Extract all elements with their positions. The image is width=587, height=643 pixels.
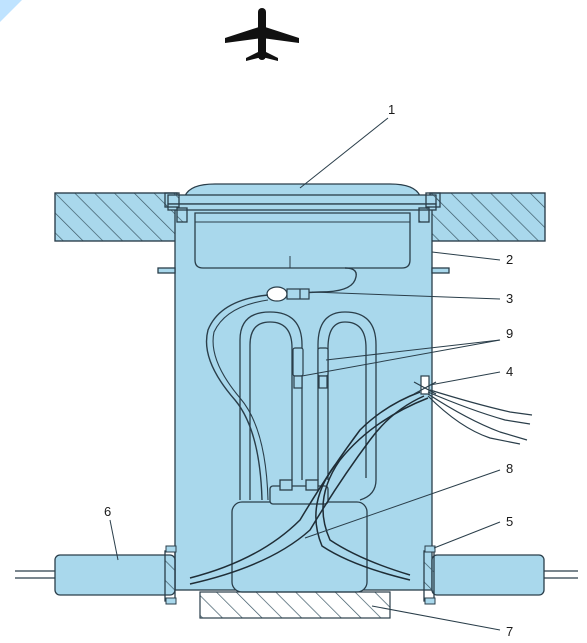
wire-tails (427, 389, 533, 445)
callout-2: 2 (506, 252, 513, 267)
right-conduit (423, 550, 578, 602)
pigtail-connectors (292, 347, 329, 389)
cable-tie (413, 375, 437, 395)
secondary-cable (205, 294, 269, 501)
airplane-icon (225, 8, 299, 61)
plug-connector (266, 286, 310, 302)
loose-wires (189, 391, 429, 585)
corner-accent (0, 0, 22, 22)
callout-6: 6 (104, 504, 111, 519)
callout-7: 7 (506, 624, 513, 639)
cable-loops (239, 311, 377, 501)
grommets (165, 545, 436, 605)
left-conduit (15, 550, 176, 602)
drain-block (199, 591, 391, 619)
top-cover (164, 183, 441, 223)
callout-4: 4 (506, 364, 513, 379)
callout-9: 9 (506, 326, 513, 341)
callout-labels: 1 2 3 4 5 6 7 8 9 (104, 102, 513, 639)
transformer (231, 479, 368, 593)
floor-slab (54, 192, 546, 242)
callout-5: 5 (506, 514, 513, 529)
light-unit (194, 212, 411, 269)
lamp-cable (294, 267, 357, 294)
callout-3: 3 (506, 291, 513, 306)
callout-8: 8 (506, 461, 513, 476)
callout-1: 1 (388, 102, 395, 117)
leader-lines (109, 117, 501, 631)
